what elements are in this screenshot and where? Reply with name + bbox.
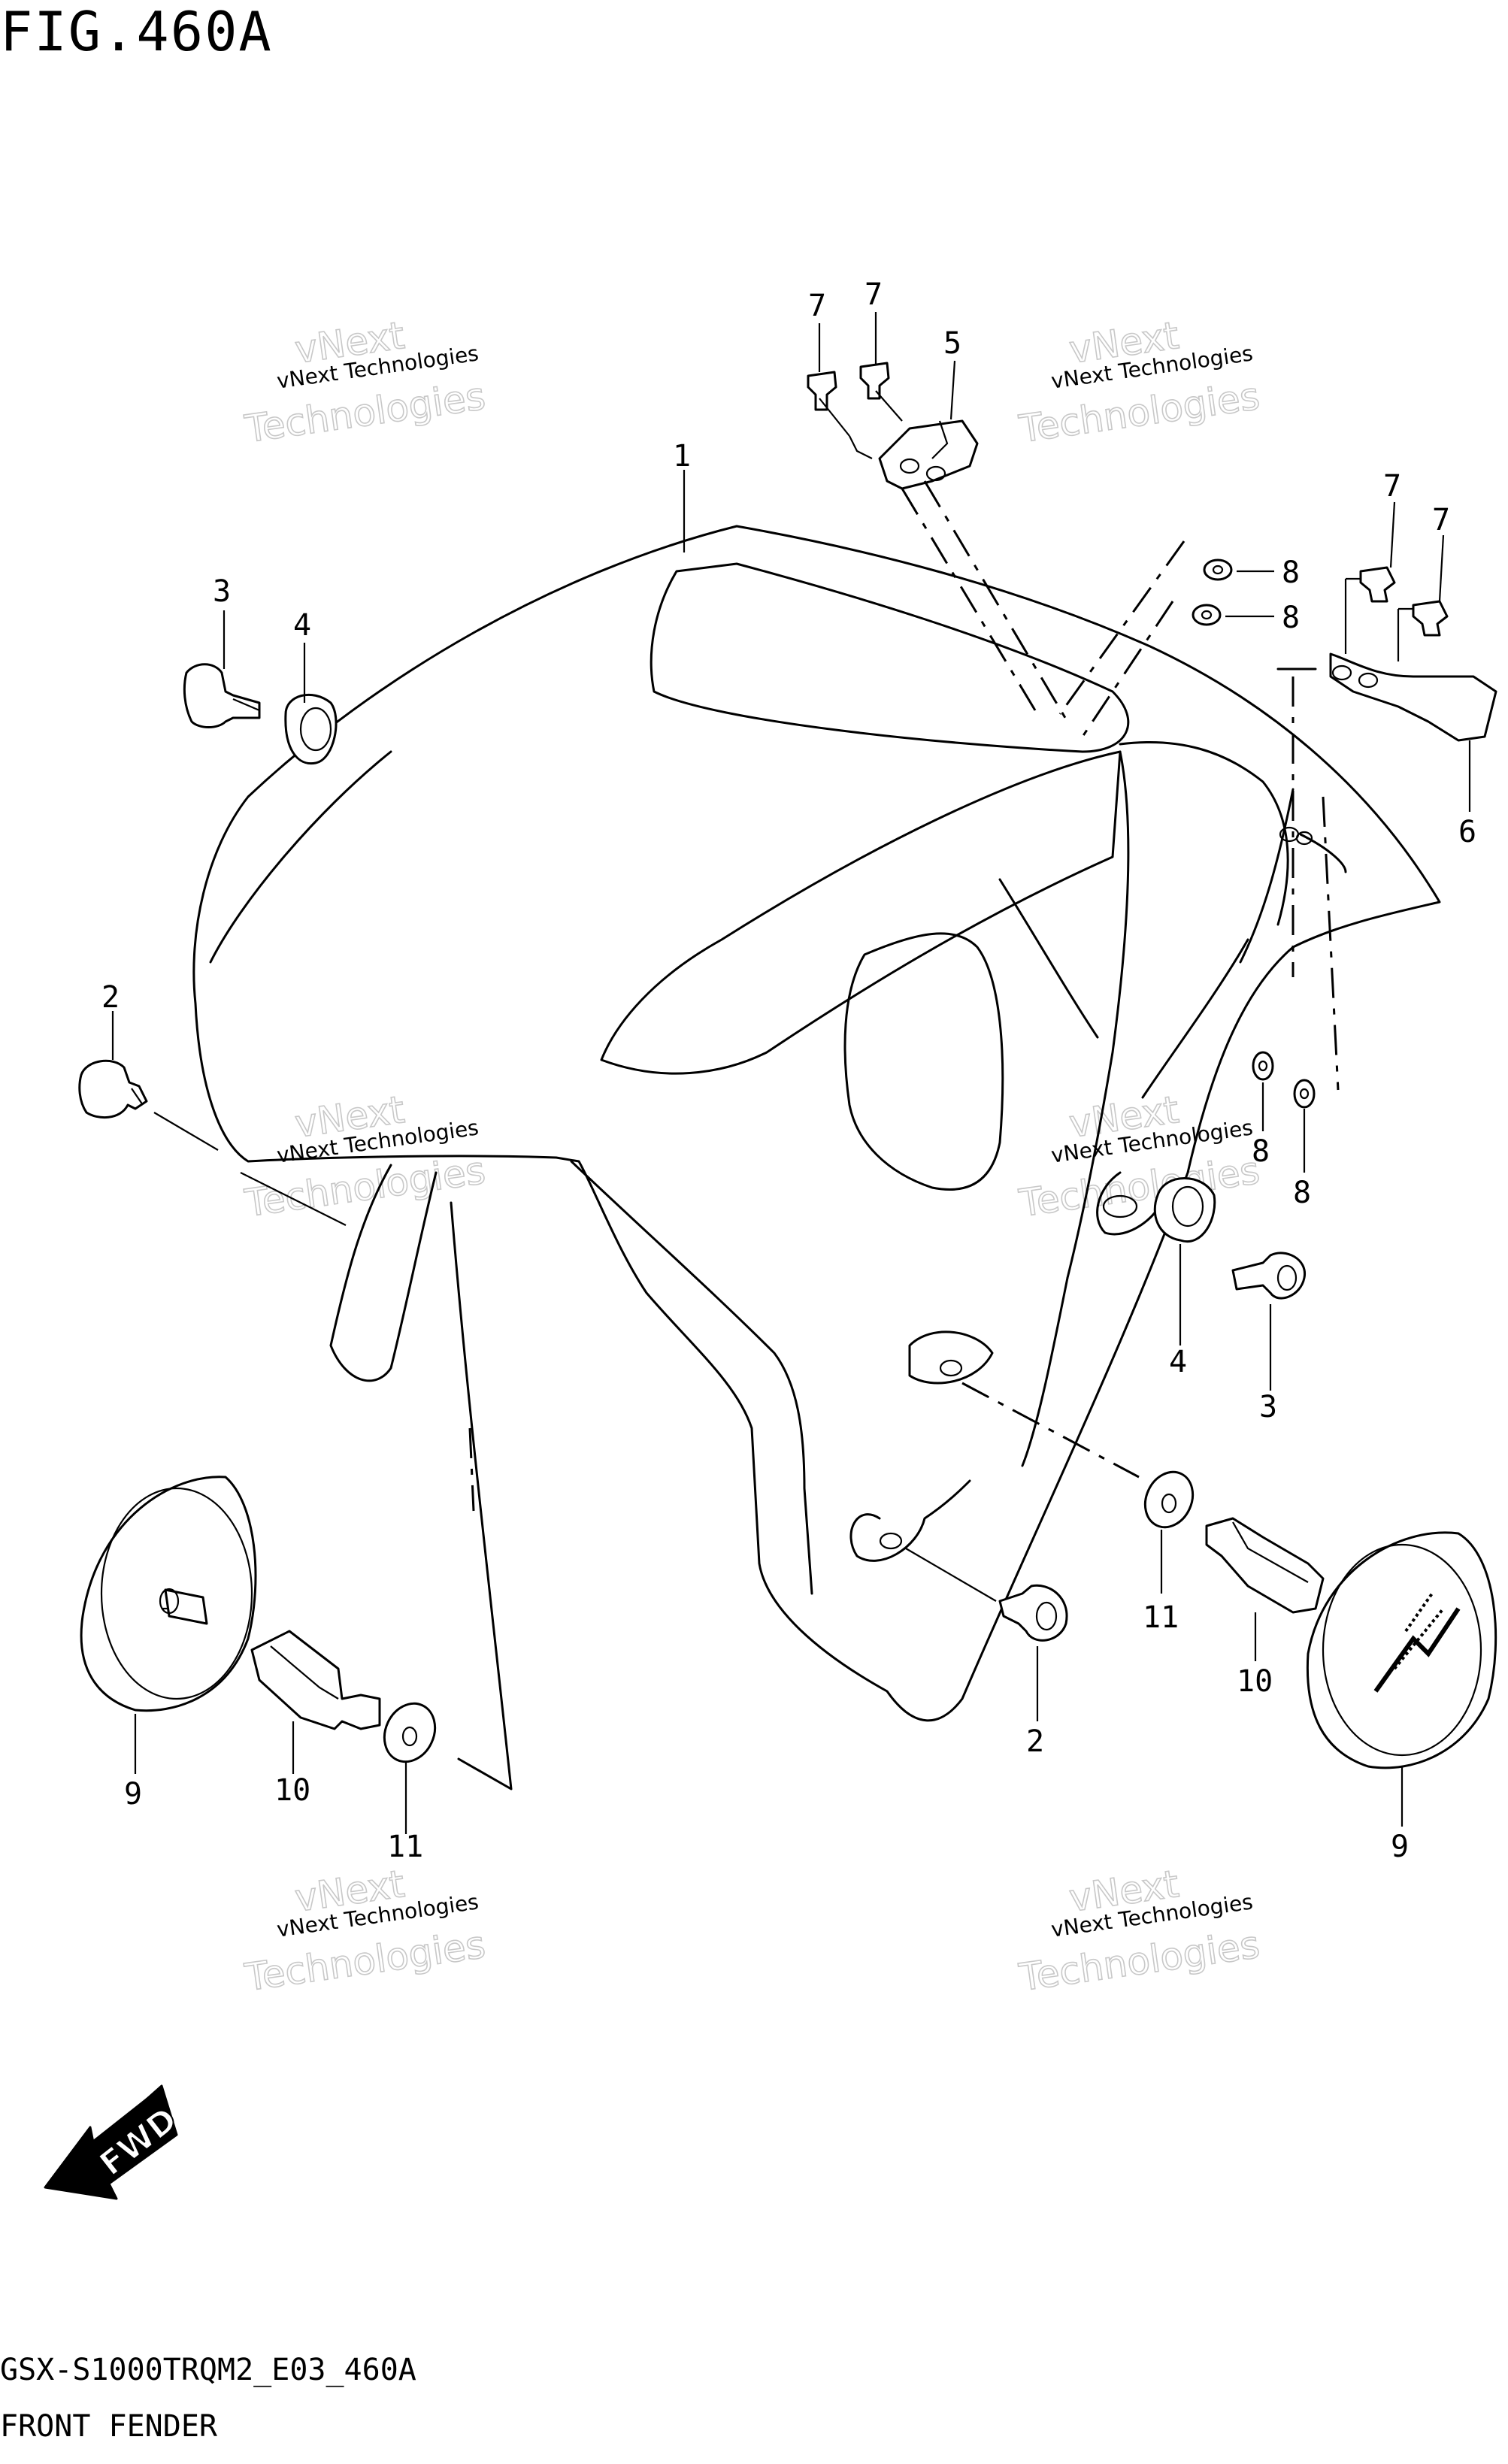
washer-part-11 xyxy=(1143,1470,1195,1529)
callout-8: 8 xyxy=(1252,1134,1270,1169)
washer-part-8 xyxy=(1293,1079,1316,1109)
callout-9: 9 xyxy=(1391,1830,1409,1864)
bolt-part-7 xyxy=(1344,566,1396,654)
callout-8: 8 xyxy=(1282,555,1300,590)
callout-8: 8 xyxy=(1293,1176,1311,1210)
callout-2: 2 xyxy=(1026,1724,1044,1759)
spacer-part-10 xyxy=(1205,1517,1325,1614)
watermark-top-left: Technologies vNext vNext Technologies xyxy=(241,313,489,452)
watermark-bottom-right: Technologies vNext vNext Technologies xyxy=(1016,1861,1263,2000)
bracket-part-5 xyxy=(878,419,1069,722)
callout-4: 4 xyxy=(1169,1345,1187,1379)
callout-5: 5 xyxy=(943,326,961,361)
callout-10: 10 xyxy=(1237,1664,1273,1699)
screw-part-3 xyxy=(1231,1252,1306,1300)
callout-7: 7 xyxy=(1432,503,1450,537)
cover-disc-part-9 xyxy=(1306,1531,1497,1769)
callout-7: 7 xyxy=(808,289,826,323)
callout-6: 6 xyxy=(1458,815,1476,849)
callout-1: 1 xyxy=(673,439,691,474)
screw-part-3 xyxy=(183,663,261,728)
callout-8: 8 xyxy=(1282,601,1300,635)
callout-3: 3 xyxy=(1259,1390,1277,1424)
washer-part-8 xyxy=(1252,1051,1274,1081)
spacer-part-10 xyxy=(250,1630,381,1730)
callout-labels: 1 2 2 3 3 4 4 5 6 7 7 7 7 8 8 8 8 9 9 10… xyxy=(101,277,1476,1864)
callout-9: 9 xyxy=(124,1777,142,1812)
grommet-part-4 xyxy=(1153,1177,1216,1243)
callout-7: 7 xyxy=(1383,469,1401,504)
callout-7: 7 xyxy=(865,277,883,312)
callout-11: 11 xyxy=(387,1830,423,1864)
bolt-part-7 xyxy=(807,371,873,459)
callout-11: 11 xyxy=(1143,1600,1179,1635)
washer-part-11 xyxy=(383,1702,437,1763)
bolt-part-7 xyxy=(859,362,903,422)
callout-2: 2 xyxy=(101,980,120,1015)
watermark-mid-left: Technologies vNext vNext Technologies xyxy=(241,1087,489,1226)
callout-3: 3 xyxy=(213,574,231,609)
callout-10: 10 xyxy=(274,1773,310,1808)
screw-part-2 xyxy=(78,1059,148,1119)
watermark-mid-right: Technologies vNext vNext Technologies xyxy=(1016,1087,1263,1226)
grommet-part-4 xyxy=(284,693,338,765)
forward-direction-arrow: FWD xyxy=(44,2084,185,2200)
bolt-part-7 xyxy=(1397,600,1449,661)
leader-lines xyxy=(111,312,1471,1834)
callout-4: 4 xyxy=(293,608,311,643)
figure-name: FRONT FENDER xyxy=(0,2409,217,2444)
cover-disc-part-9 xyxy=(80,1476,257,1712)
front-fender-part-1 xyxy=(192,525,1441,1790)
figure-code: GSX-S1000TRQM2_E03_460A xyxy=(0,2353,416,2387)
washer-part-8 xyxy=(1192,604,1222,626)
watermark-top-right: Technologies vNext vNext Technologies xyxy=(1016,313,1263,452)
screw-part-2 xyxy=(998,1584,1068,1642)
watermark-bottom-left: Technologies vNext vNext Technologies xyxy=(241,1861,489,2000)
bracket-part-6 xyxy=(1276,652,1497,1091)
washer-part-8 xyxy=(1203,558,1233,581)
figure-title: FIG.460A xyxy=(0,0,273,63)
